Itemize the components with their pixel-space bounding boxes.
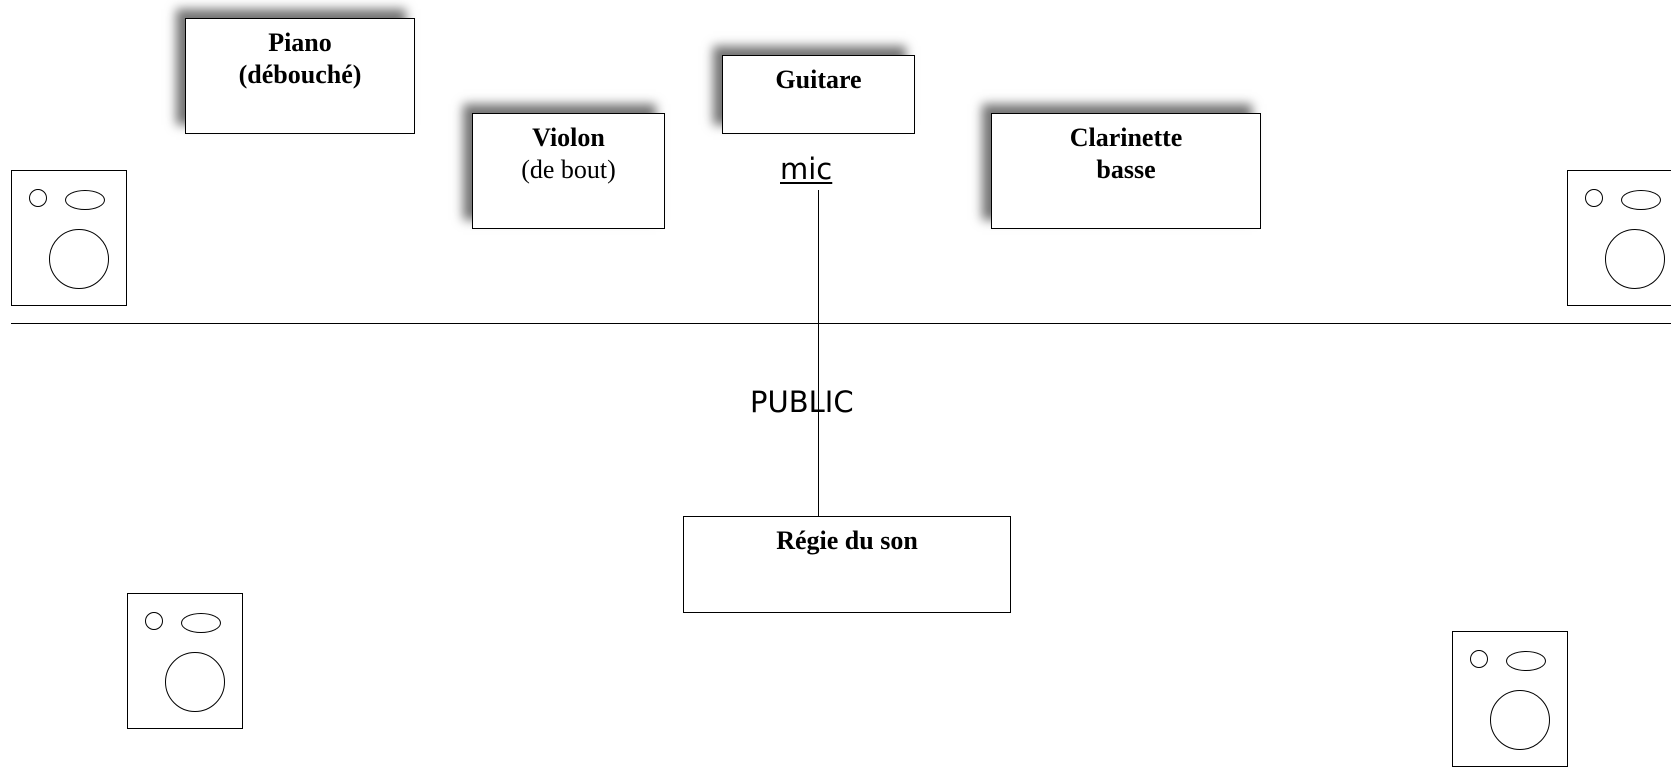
tweeter-icon [1470, 650, 1488, 668]
woofer-icon [165, 652, 225, 712]
tweeter-icon [1585, 189, 1603, 207]
regie-box: Régie du son [683, 516, 1011, 613]
speaker-bottom-right [1452, 631, 1568, 767]
tweeter-oval-icon [181, 613, 221, 633]
tweeter-oval-icon [1506, 651, 1546, 671]
piano-box: Piano (débouché) [185, 18, 415, 134]
piano-label: Piano [268, 28, 332, 57]
clarinette-sublabel: basse [1096, 155, 1156, 184]
speaker-top-right [1567, 170, 1671, 306]
woofer-icon [49, 229, 109, 289]
guitare-label: Guitare [775, 65, 862, 94]
piano-sublabel: (débouché) [238, 60, 362, 89]
stage-edge-line [11, 323, 1671, 324]
mic-cable [818, 190, 819, 516]
tweeter-icon [29, 189, 47, 207]
regie-label: Régie du son [776, 526, 918, 555]
violon-box: Violon (de bout) [472, 113, 665, 229]
woofer-icon [1605, 229, 1665, 289]
tweeter-oval-icon [1621, 190, 1661, 210]
public-label: PUBLIC [750, 385, 854, 419]
clarinette-box: Clarinette basse [991, 113, 1261, 229]
mic-label: mic [780, 152, 833, 186]
clarinette-label: Clarinette [1069, 123, 1183, 152]
tweeter-icon [145, 612, 163, 630]
tweeter-oval-icon [65, 190, 105, 210]
guitare-box: Guitare [722, 55, 915, 134]
speaker-top-left [11, 170, 127, 306]
woofer-icon [1490, 690, 1550, 750]
violon-label: Violon [532, 123, 605, 152]
speaker-bottom-left [127, 593, 243, 729]
violon-sublabel: (de bout) [521, 155, 616, 184]
